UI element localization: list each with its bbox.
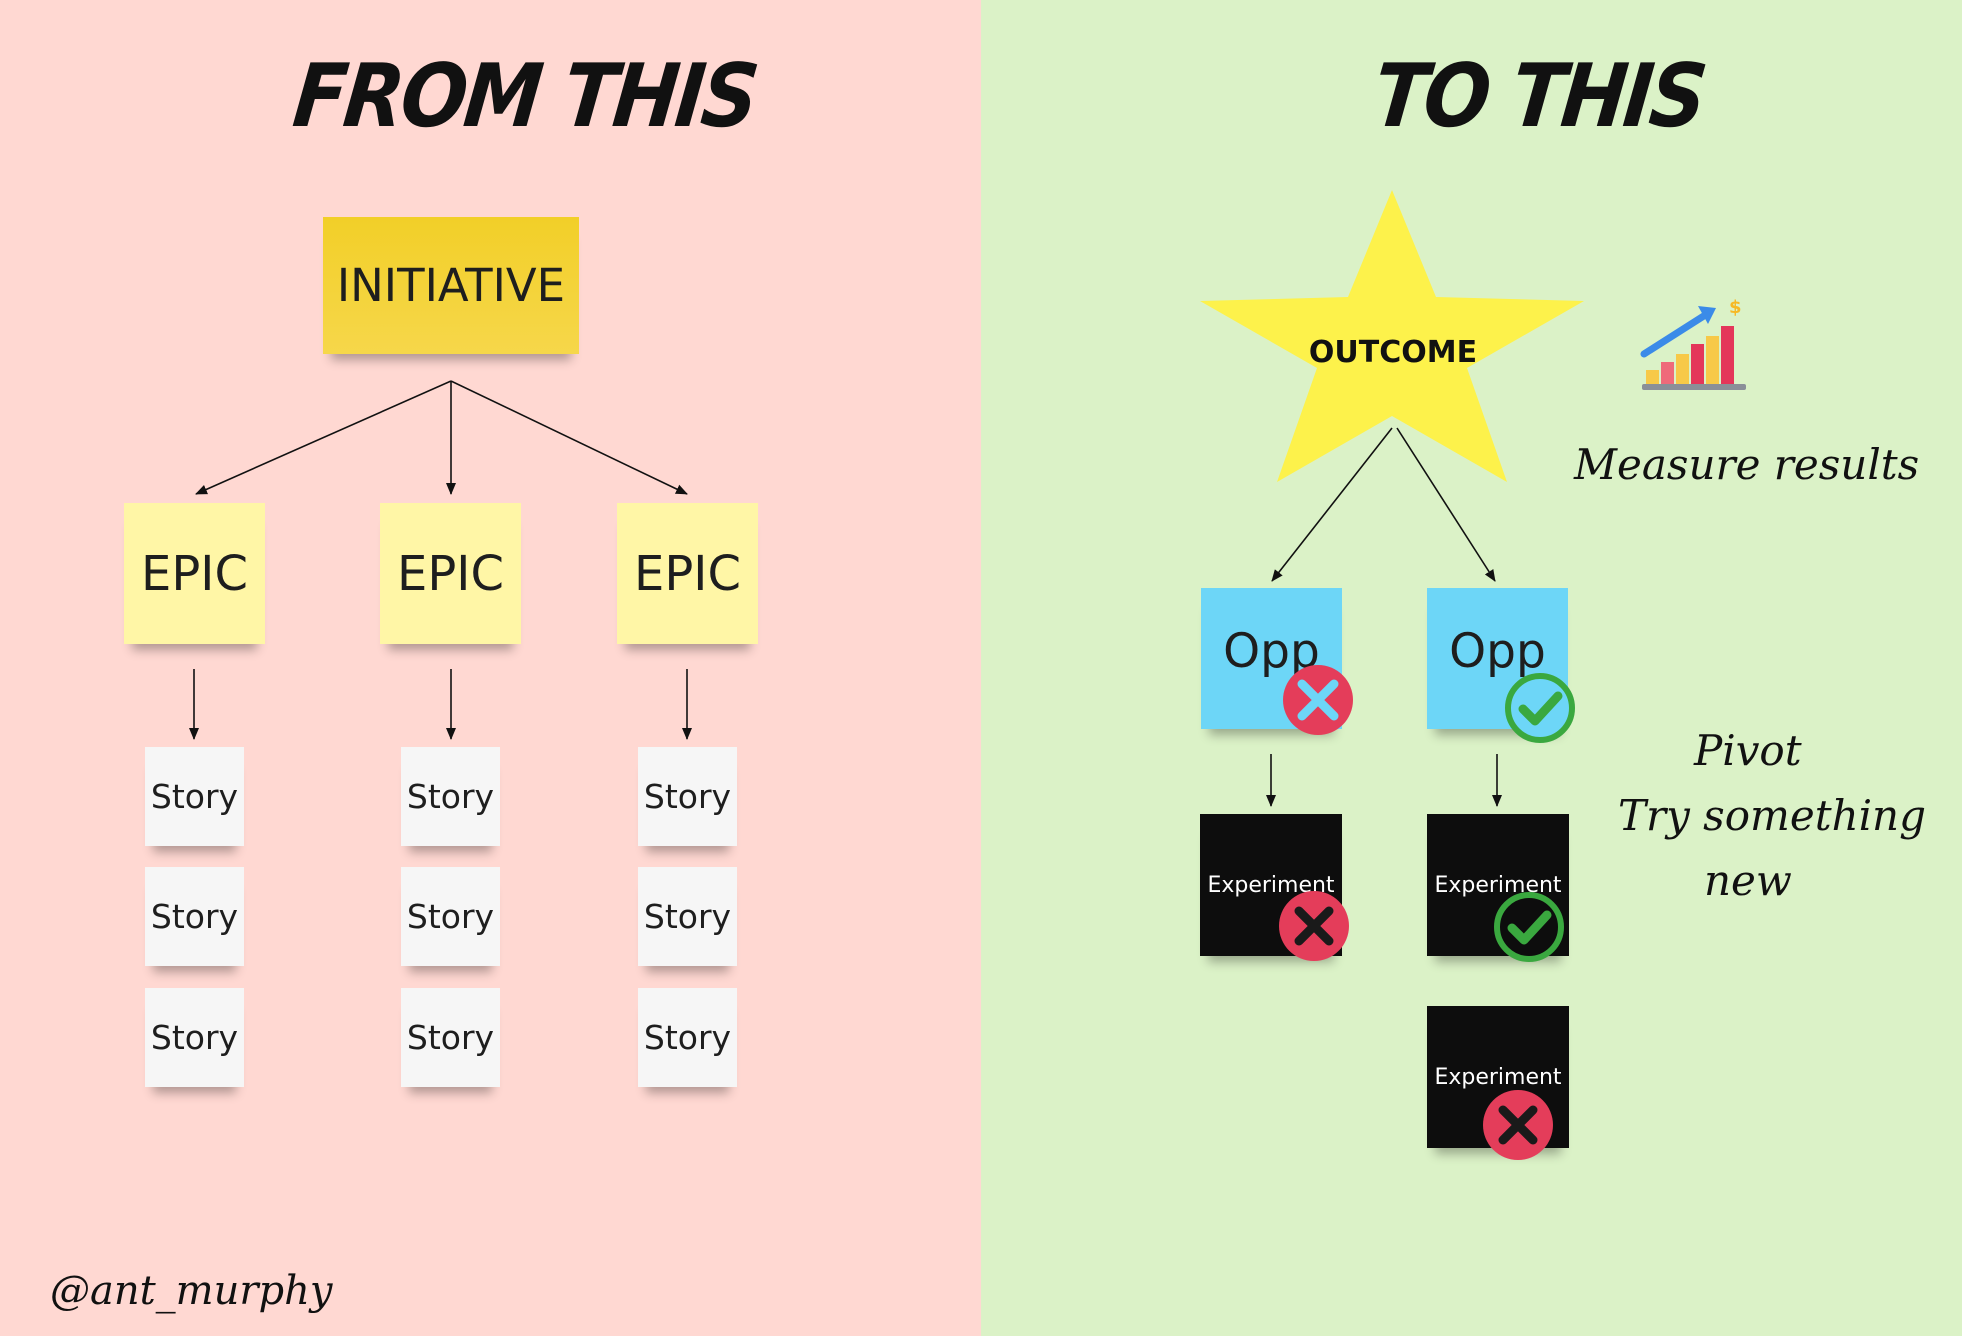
to-this-diagram: OUTCOME bbox=[1200, 190, 1584, 807]
from-this-panel: FROM THIS INITIATIVE EPIC EPIC EPIC Stor… bbox=[0, 0, 981, 1336]
arrow-outcome-opp-2 bbox=[1396, 427, 1496, 582]
check-icon bbox=[1505, 673, 1575, 743]
pivot-note-line-3: new bbox=[1704, 856, 1792, 905]
story-sticky: Story bbox=[145, 867, 244, 966]
outcome-label: OUTCOME bbox=[1309, 335, 1477, 370]
story-sticky: Story bbox=[401, 747, 500, 846]
story-sticky: Story bbox=[638, 747, 737, 846]
initiative-sticky: INITIATIVE bbox=[323, 217, 579, 354]
story-sticky: Story bbox=[638, 988, 737, 1087]
growth-chart-icon: $ bbox=[1640, 297, 1746, 390]
cross-icon bbox=[1283, 665, 1353, 735]
measure-results-note: Measure results bbox=[1574, 440, 1920, 489]
outcome-star bbox=[1200, 190, 1584, 482]
story-sticky: Story bbox=[145, 988, 244, 1087]
svg-text:$: $ bbox=[1729, 297, 1742, 318]
cross-icon bbox=[1279, 891, 1349, 961]
epic-sticky-3: EPIC bbox=[617, 503, 758, 644]
cross-icon bbox=[1483, 1090, 1553, 1160]
to-this-panel: TO THIS OUTCOME $ Measure results Opp Op… bbox=[981, 0, 1962, 1336]
author-handle: @ant_murphy bbox=[50, 1268, 333, 1314]
check-icon bbox=[1494, 892, 1564, 962]
story-sticky: Story bbox=[145, 747, 244, 846]
story-sticky: Story bbox=[401, 867, 500, 966]
arrow-outcome-opp-1 bbox=[1271, 427, 1393, 582]
epic-sticky-1: EPIC bbox=[124, 503, 265, 644]
pivot-note-line-1: Pivot bbox=[1694, 726, 1802, 775]
arrow-initiative-epic-3 bbox=[450, 380, 688, 495]
arrow-initiative-epic-1 bbox=[195, 380, 452, 495]
pivot-note-line-2: Try something bbox=[1618, 791, 1926, 840]
story-sticky: Story bbox=[401, 988, 500, 1087]
story-sticky: Story bbox=[638, 867, 737, 966]
epic-sticky-2: EPIC bbox=[380, 503, 521, 644]
from-this-connectors bbox=[189, 380, 692, 740]
